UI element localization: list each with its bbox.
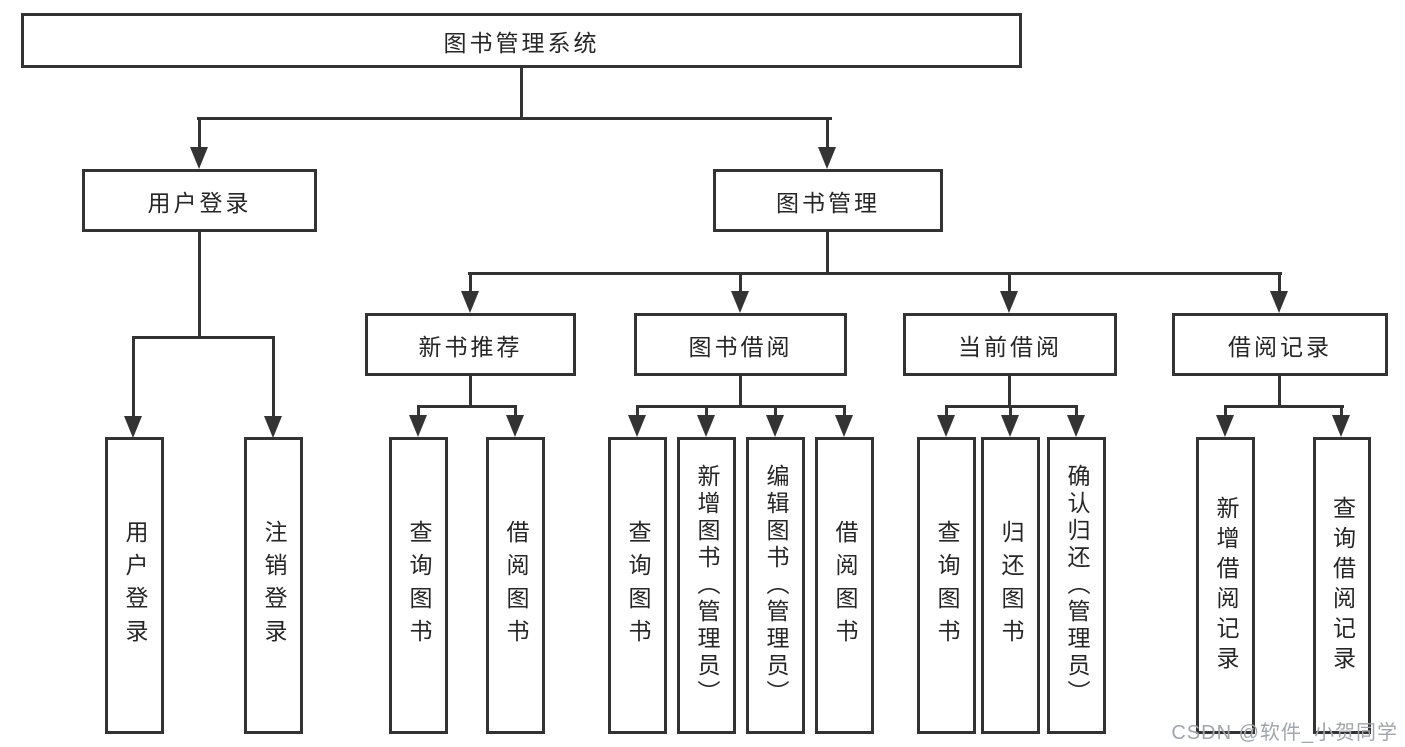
- arrow-down-icon: [835, 415, 853, 437]
- connector-line: [636, 405, 639, 417]
- connector-line: [1008, 272, 1011, 293]
- arrow-down-icon: [1000, 291, 1018, 313]
- node-book-borrow: 图书借阅: [634, 313, 847, 376]
- connector-line: [1075, 405, 1078, 417]
- leaf-label: 注销登录: [261, 519, 287, 652]
- connector-line: [198, 117, 201, 150]
- arrow-down-icon: [124, 416, 142, 438]
- leaf-label: 查询借阅记录: [1329, 495, 1356, 676]
- arrow-down-icon: [506, 415, 524, 437]
- node-book-mgmt: 图书管理: [713, 169, 943, 232]
- node-borrow-records: 借阅记录: [1172, 313, 1388, 376]
- connector-line: [774, 405, 777, 417]
- leaf-borrow-borrow-book: 借阅图书: [815, 437, 874, 734]
- leaf-logout: 注销登录: [244, 437, 303, 734]
- connector-line: [417, 405, 517, 408]
- connector-line: [1224, 405, 1344, 408]
- connector-line: [705, 405, 708, 417]
- connector-line: [1009, 405, 1012, 417]
- leaf-rec-query-book: 查询图书: [389, 437, 448, 734]
- leaf-records-add: 新增借阅记录: [1196, 437, 1255, 734]
- leaf-label: 查询图书: [406, 519, 432, 652]
- connector-line: [468, 272, 1282, 275]
- arrow-down-icon: [1001, 415, 1019, 437]
- connector-line: [1278, 376, 1281, 408]
- leaf-label: 确认归还（管理员）: [1064, 464, 1090, 707]
- leaf-label: 新增图书（管理员）: [694, 464, 720, 707]
- arrow-down-icon: [1270, 291, 1288, 313]
- leaf-label: 编辑图书（管理员）: [763, 464, 789, 707]
- connector-line: [132, 336, 135, 418]
- connector-line: [469, 376, 472, 408]
- arrow-down-icon: [1332, 415, 1350, 437]
- connector-line: [132, 336, 275, 339]
- leaf-rec-borrow-book: 借阅图书: [486, 437, 545, 734]
- arrow-down-icon: [264, 416, 282, 438]
- arrow-down-icon: [818, 147, 836, 169]
- connector-line: [514, 405, 517, 417]
- connector-line: [636, 405, 846, 408]
- connector-line: [1008, 376, 1011, 408]
- connector-line: [272, 336, 275, 418]
- leaf-label: 归还图书: [998, 519, 1024, 652]
- connector-line: [197, 117, 832, 120]
- leaf-current-confirm-return: 确认归还（管理员）: [1047, 437, 1106, 734]
- connector-line: [843, 405, 846, 417]
- leaf-label: 查询图书: [934, 519, 960, 652]
- connector-line: [469, 272, 472, 293]
- connector-line: [945, 405, 948, 417]
- leaf-label: 新增借阅记录: [1213, 495, 1239, 676]
- node-new-book-rec: 新书推荐: [365, 313, 576, 376]
- leaf-label: 查询图书: [625, 519, 651, 652]
- arrow-down-icon: [1067, 415, 1085, 437]
- leaf-current-return-book: 归还图书: [981, 437, 1040, 734]
- connector-line: [826, 232, 829, 275]
- connector-line: [1224, 405, 1227, 417]
- arrow-down-icon: [409, 415, 427, 437]
- node-current-borrow: 当前借阅: [903, 313, 1117, 376]
- arrow-down-icon: [937, 415, 955, 437]
- leaf-user-login: 用户登录: [105, 437, 164, 734]
- leaf-records-query: 查询借阅记录: [1313, 437, 1371, 734]
- leaf-label: 借阅图书: [832, 519, 858, 652]
- leaf-borrow-query-book: 查询图书: [608, 437, 667, 734]
- arrow-down-icon: [731, 291, 749, 313]
- arrow-down-icon: [628, 415, 646, 437]
- connector-line: [739, 272, 742, 293]
- connector-line: [1278, 272, 1281, 293]
- connector-line: [198, 232, 201, 339]
- leaf-current-query-book: 查询图书: [917, 437, 976, 734]
- arrow-down-icon: [1216, 415, 1234, 437]
- node-user-login: 用户登录: [82, 169, 317, 232]
- arrow-down-icon: [461, 291, 479, 313]
- connector-line: [739, 376, 742, 408]
- leaf-borrow-edit-book: 编辑图书（管理员）: [746, 437, 805, 734]
- leaf-borrow-add-book: 新增图书（管理员）: [677, 437, 736, 734]
- connector-line: [1340, 405, 1343, 417]
- connector-line: [520, 68, 523, 119]
- connector-line: [826, 117, 829, 150]
- arrow-down-icon: [697, 415, 715, 437]
- arrow-down-icon: [766, 415, 784, 437]
- connector-line: [417, 405, 420, 417]
- node-root: 图书管理系统: [21, 13, 1022, 68]
- leaf-label: 借阅图书: [503, 519, 529, 652]
- arrow-down-icon: [190, 147, 208, 169]
- csdn-watermark: CSDN @软件_小贺同学: [1171, 722, 1398, 744]
- leaf-label: 用户登录: [122, 519, 148, 652]
